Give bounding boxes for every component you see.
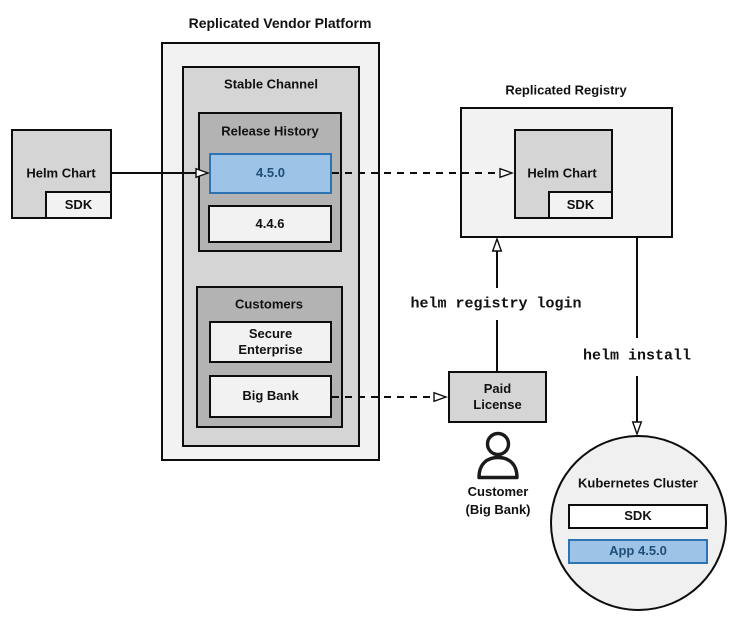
stable-channel-label: Stable Channel	[224, 76, 318, 92]
vendor-sdk-label: SDK	[64, 196, 93, 212]
release-history-label: Release History	[221, 123, 319, 139]
arrowhead-registry-to-k8s	[631, 421, 643, 437]
customer-big-bank-box: Big Bank	[209, 375, 332, 418]
command-helm-install: helm install	[582, 347, 692, 365]
release-4-5-0-label: 4.5.0	[256, 165, 285, 181]
registry-helm-chart-label: Helm Chart	[527, 165, 597, 181]
kubernetes-sdk-box: SDK	[568, 504, 708, 529]
customer-secure-enterprise-box: Secure Enterprise	[209, 321, 332, 363]
release-4-4-6-box: 4.4.6	[208, 205, 332, 243]
kubernetes-app-label: App 4.5.0	[609, 543, 667, 559]
vendor-sdk-box: SDK	[45, 191, 112, 219]
kubernetes-cluster-title: Kubernetes Cluster	[578, 475, 698, 491]
vendor-platform-title: Replicated Vendor Platform	[188, 15, 372, 31]
release-4-4-6-label: 4.4.6	[255, 215, 285, 231]
kubernetes-app-box: App 4.5.0	[568, 539, 708, 564]
customers-label: Customers	[235, 296, 303, 312]
arrowhead-bigbank-to-license	[433, 391, 449, 403]
registry-sdk-label: SDK	[566, 196, 595, 212]
vendor-helm-chart-label: Helm Chart	[26, 165, 96, 181]
customer-big-bank-label: Big Bank	[242, 388, 299, 404]
paid-license-box: Paid License	[448, 371, 547, 423]
release-4-5-0-box: 4.5.0	[209, 153, 332, 194]
registry-title: Replicated Registry	[505, 82, 627, 98]
customer-person-icon	[477, 431, 519, 480]
kubernetes-sdk-label: SDK	[624, 508, 652, 524]
customer-secure-enterprise-label: Secure Enterprise	[238, 325, 303, 357]
registry-sdk-box: SDK	[548, 191, 613, 219]
customer-actor-label: Customer (Big Bank)	[465, 483, 531, 517]
arrowhead-license-to-registry	[491, 236, 503, 252]
command-registry-login: helm registry login	[410, 295, 582, 313]
paid-license-label: Paid License	[473, 380, 522, 412]
